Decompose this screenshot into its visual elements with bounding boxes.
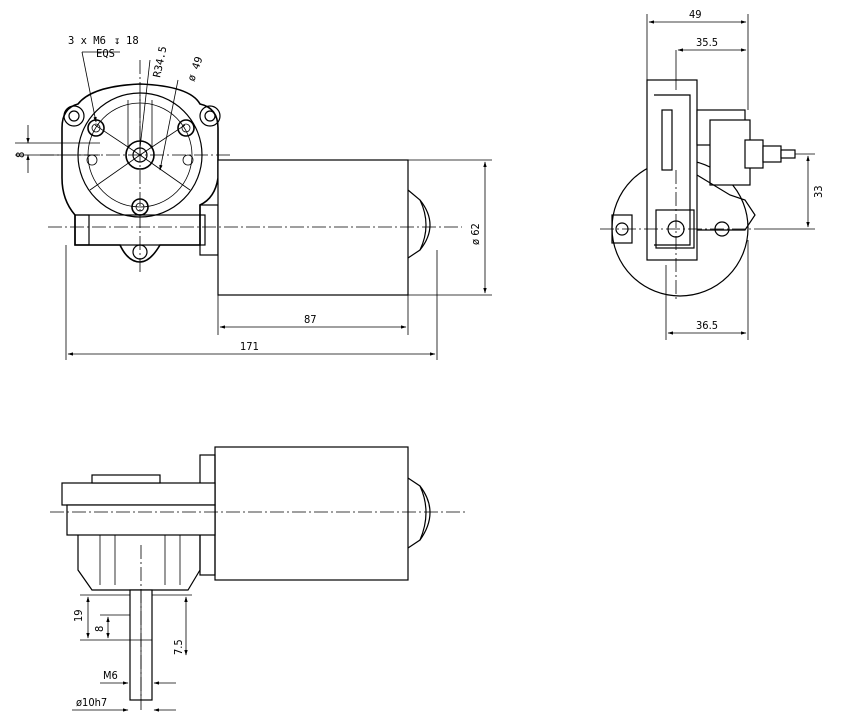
flat-width-label: 7.5: [172, 639, 185, 655]
motor-length-label: 87: [304, 313, 317, 326]
depth-symbol: ↧: [114, 35, 120, 47]
shaft-offset-label: 35.5: [696, 36, 718, 49]
depth-value-label: 18: [126, 35, 139, 47]
side-view: 49 35.5 33 36.5: [600, 8, 825, 340]
thread-label: M6: [103, 669, 118, 682]
hole-callout-label: 3 x M6: [68, 35, 106, 47]
overall-width-label: 49: [689, 8, 702, 21]
center-height-label: 33: [812, 185, 825, 198]
overall-length-label: 171: [240, 340, 259, 353]
motor-diameter-label: ø 62: [469, 223, 482, 245]
shaft-length-label: 19: [72, 609, 85, 622]
motor-body: [217, 159, 431, 296]
gear-housing: [61, 83, 221, 263]
bottom-width-label: 36.5: [696, 319, 718, 332]
front-view: 3 x M6 ↧ 18 EQS R34.5 ø 49 8 ø 62 87 171: [14, 35, 492, 360]
pcd-label: ø 49: [186, 55, 206, 83]
offset-8-label: 8: [14, 152, 27, 158]
eqs-label: EQS: [96, 48, 115, 60]
shaft-diameter-label: ø10h7: [76, 696, 107, 709]
radius-label: R34.5: [151, 45, 169, 78]
flat-length-label: 8: [93, 626, 106, 632]
bottom-view: 19 8 7.5 M6 ø10h7: [50, 446, 465, 712]
